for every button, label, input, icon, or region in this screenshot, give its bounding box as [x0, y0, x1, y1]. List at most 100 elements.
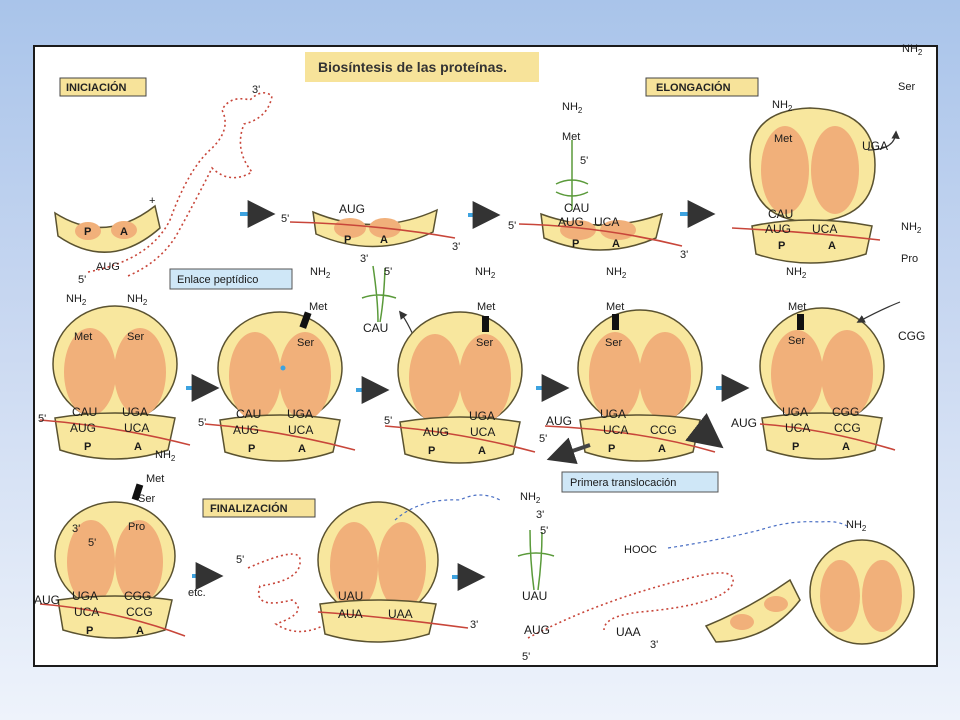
small-subunit-free: P A	[54, 204, 161, 253]
subscript-2: 2	[143, 298, 148, 307]
mrna-5-end: 5'	[539, 433, 547, 445]
start-codon-label: AUG	[96, 261, 120, 273]
mrna-5-end: 5'	[198, 417, 206, 429]
amino-acid-ser: Ser	[605, 337, 622, 349]
codon-uca: UCA	[603, 423, 628, 437]
amino-acid-met: Met	[788, 301, 806, 313]
trna-5-end: 5'	[580, 155, 588, 167]
initiation-label: INICIACIÓN	[66, 81, 127, 94]
codon-uca: UCA	[812, 222, 837, 236]
free-small-subunit	[704, 578, 801, 643]
subscript-2: 2	[622, 271, 627, 280]
site-p-label: P	[344, 234, 351, 246]
amino-acid-ser: Ser	[476, 337, 493, 349]
amino-acid-met: Met	[74, 331, 92, 343]
codon-aug: AUG	[70, 421, 96, 435]
codon-uca: UCA	[594, 215, 619, 229]
ribosome-elongating-chain: NH2 Met Ser Pro 3' 5' UGA CGG UCA CCG P …	[34, 449, 186, 639]
title-box	[305, 52, 539, 82]
termination-label: FINALIZACIÓN	[210, 502, 288, 515]
anticodon-uga: UGA	[782, 405, 808, 419]
codon-aug: AUG	[233, 423, 259, 437]
subscript-2: 2	[491, 271, 496, 280]
translocation-callout: Primera translocación	[570, 477, 676, 489]
site-p-label: P	[778, 240, 785, 252]
amino-acid-pro: Pro	[901, 253, 918, 265]
codon-aug: AUG	[339, 202, 365, 216]
amino-acid-met: Met	[562, 131, 580, 143]
amino-group: NH2	[66, 293, 87, 307]
anticodon-cgg: CGG	[124, 589, 151, 603]
subscript-2: 2	[862, 524, 867, 533]
plus-sign: +	[149, 195, 155, 207]
mrna-3-end: 3'	[452, 241, 460, 253]
codon-uaa: UAA	[616, 625, 641, 639]
codon-ccg: CCG	[834, 421, 861, 435]
amino-acid-pro: Pro	[128, 521, 145, 533]
subscript-2: 2	[82, 298, 87, 307]
codon-uaa: UAA	[388, 607, 413, 621]
mrna-3-end: 3'	[680, 249, 688, 261]
anticodon-uga: UGA	[469, 409, 495, 423]
subscript-2: 2	[536, 496, 541, 505]
ribosome-both-sites: NH2 Met NH2 Ser CAU UGA AUG UCA P A 5'	[38, 293, 191, 460]
codon-uca: UCA	[288, 423, 313, 437]
amino-group: NH2	[310, 266, 331, 280]
amino-group: NH2	[127, 293, 148, 307]
site-a-label: A	[136, 625, 144, 637]
mrna-5-end: 5'	[384, 415, 392, 427]
mrna-loop	[247, 553, 331, 633]
elongation-label-box	[645, 77, 759, 97]
initiation-label-box	[59, 77, 147, 97]
elongation-label: ELONGACIÓN	[656, 81, 731, 94]
diagram-title: Biosíntesis de las proteínas.	[318, 59, 507, 75]
trna-5-end: 5'	[88, 537, 96, 549]
peptide-bond-callout: Enlace peptídico	[177, 274, 258, 286]
site-a-label: A	[842, 441, 850, 453]
codon-uca: UCA	[470, 425, 495, 439]
codon-aug: AUG	[423, 425, 449, 439]
anticodon-cau: CAU	[72, 405, 97, 419]
mrna-3-end: 3'	[252, 84, 260, 96]
site-p-label: P	[608, 443, 615, 455]
amino-acid-met: Met	[606, 301, 624, 313]
codon-aug: AUG	[524, 623, 550, 637]
codon-uca: UCA	[124, 421, 149, 435]
amino-group: NH2	[520, 491, 541, 505]
amino-group: NH2	[155, 449, 176, 463]
amino-acid-ser: Ser	[788, 335, 805, 347]
continuation-label: etc.	[188, 587, 206, 599]
codon-aug: AUG	[546, 414, 572, 428]
codon-aug: AUG	[558, 215, 584, 229]
amino-group: NH2	[772, 99, 793, 113]
translocation-callout-box	[561, 471, 719, 493]
anticodon-cau: CAU	[564, 201, 589, 215]
site-p-label: P	[84, 441, 91, 453]
trna-3-end: 3'	[72, 523, 80, 535]
carboxyl-end: HOOC	[624, 544, 657, 556]
subscript-2: 2	[917, 226, 922, 235]
amino-acid-ser: Ser	[127, 331, 144, 343]
amino-group: NH2	[475, 266, 496, 280]
free-large-subunit	[809, 539, 915, 645]
site-a-label: A	[134, 441, 142, 453]
anticodon-cau: CAU	[363, 321, 388, 335]
amino-acid-ser: Ser	[138, 493, 155, 505]
codon-uca: UCA	[785, 421, 810, 435]
site-p-label: P	[792, 441, 799, 453]
anticodon-uga: UGA	[122, 405, 148, 419]
trna-3-end: 3'	[536, 509, 544, 521]
codon-aug: AUG	[731, 416, 757, 430]
site-a-label: A	[478, 445, 486, 457]
initiation-complex: CAU AUG UCA P A 5' 3' NH2 Met 5'	[508, 101, 688, 261]
ribosome-after-transfer: NH2 Met Ser UGA AUG UCA P A 5'	[384, 266, 536, 464]
amino-group: NH2	[786, 266, 807, 280]
anticodon-uga: UGA	[72, 589, 98, 603]
ribosome-translocated: NH2 Met Ser UGA UCA CCG P A AUG 5'	[539, 266, 724, 464]
anticodon-cau: CAU	[236, 407, 261, 421]
peptide-bond-callout-box	[169, 268, 293, 290]
free-mrna-after	[527, 572, 734, 639]
ribosome-at-stop: UAU AUA UAA 3'	[317, 494, 501, 643]
subscript-2: 2	[578, 106, 583, 115]
